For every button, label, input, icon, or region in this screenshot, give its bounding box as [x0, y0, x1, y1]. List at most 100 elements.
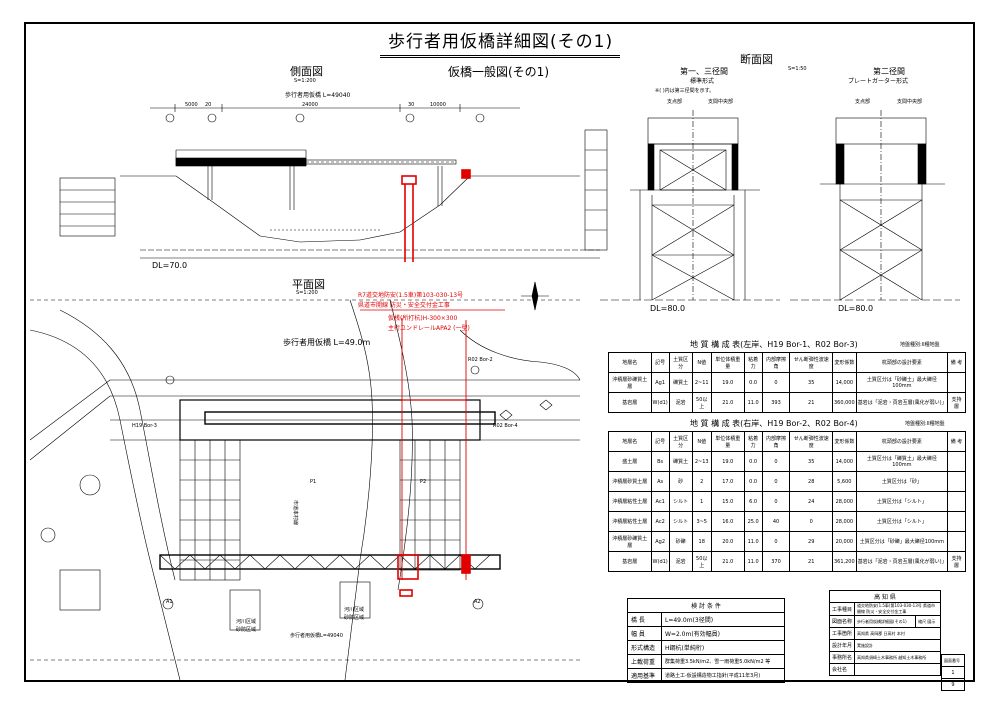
table-cell: 393 [761, 392, 791, 413]
table-cell [947, 451, 966, 472]
table-cell: 0 [761, 491, 791, 512]
table-cell: 内部摩擦角 [761, 431, 791, 452]
table-cell: 設計年月 [828, 639, 856, 652]
table-cell: 35 [789, 451, 833, 472]
table-cell: 50以上 [691, 392, 712, 413]
table-cell: N値 [691, 431, 712, 452]
table-row: 図面名称歩行者用仮橋詳細図(その1)縮尺 図示 [828, 615, 941, 628]
plan-river-area: 河川区域 [236, 619, 257, 625]
table-cell: 28,000 [831, 491, 857, 512]
side-dl: DL=70.0 [152, 261, 188, 270]
table-row: 事務所名高知県須崎土木事務所 越知土木事務所 [828, 651, 941, 664]
plan-view-label: 平面図 [292, 278, 325, 291]
table-cell: 0 [789, 511, 833, 532]
side-dim-2: 24000 [302, 102, 318, 108]
section-left-support2: 支間中央部 [708, 99, 734, 105]
table-row: 9 [941, 678, 965, 691]
table-cell: 0 [761, 372, 791, 393]
table-cell: H鋼杭(単純桁) [660, 640, 786, 655]
table-cell: 礫質土 [668, 451, 693, 472]
table-cell: 40 [761, 511, 791, 532]
table-cell: N値 [691, 352, 712, 373]
table-row: 設計年月実施設計 [828, 639, 941, 652]
plan-a1: A1 [166, 599, 173, 605]
red-note-line3: 仮桟(所打杭)H-300×300 [388, 315, 458, 322]
table-cell: 単位体積重量 [710, 352, 745, 373]
table-cell: 50以上 [691, 551, 712, 572]
table-cell: 11.0 [743, 531, 763, 552]
table-cell: 泥岩 [668, 392, 693, 413]
table-cell: 砂礫 [668, 531, 693, 552]
table-cell: 内部摩擦角 [761, 352, 791, 373]
plan-view-drawing [29, 281, 581, 681]
table-cell: 15.0 [710, 491, 745, 512]
sheet-label: 図面番号 [941, 654, 965, 667]
table-cell: 杭頭部の設計要素 [855, 352, 949, 373]
table-cell: 砂 [668, 471, 693, 492]
table-cell: 1 [691, 491, 712, 512]
table-row: 会社名 [828, 663, 941, 676]
table-cell: 0 [761, 451, 791, 472]
plan-view-scale: S=1:200 [296, 290, 318, 296]
drawing-title: 歩行者用仮橋詳細図(その1) [388, 32, 614, 52]
red-markings [360, 169, 505, 597]
table-cell: 高知県須崎土木事務所 越知土木事務所 [854, 651, 941, 664]
table-cell: 記号 [650, 431, 670, 452]
side-dim-0: 5000 [185, 102, 198, 108]
table-cell: 土質区分 [668, 352, 693, 373]
table-cell: 361,200 [831, 551, 857, 572]
table-cell: 2~11 [691, 372, 712, 393]
table-cell: 変形係数 [831, 352, 857, 373]
table-cell: 支持層 [947, 551, 966, 572]
section-right-support2: 支間中央部 [897, 99, 923, 105]
table-cell: 図面名称 [828, 615, 856, 628]
table-cell: Ac1 [650, 491, 670, 512]
side-view-drawing [59, 104, 608, 259]
table-cell: 0 [761, 471, 791, 492]
table-cell: Ac2 [650, 511, 670, 532]
section-scale: S=1:50 [788, 66, 807, 72]
section-left-sub: 標準形式 [690, 78, 715, 85]
table-cell: 道交地防安(1.5車)第103-030-13号 県道市開線 防災・安全交付金工事 [854, 602, 941, 616]
table-row: 工事種目道交地防安(1.5車)第103-030-13号 県道市開線 防災・安全交… [828, 602, 941, 616]
side-dim-4: 10000 [430, 102, 446, 108]
side-view-label: 側面図 [290, 65, 323, 78]
sheet-number-block: 図面番号 1 9 [941, 654, 965, 691]
table-cell: 土質区分は「シルト」 [855, 491, 949, 512]
section-left-note: ※( )内は第三径間を示す。 [655, 88, 715, 94]
side-dim-3: 30 [408, 102, 415, 108]
table-cell: 土質区分は「シルト」 [855, 511, 949, 532]
table-cell: 工事箇所 [828, 627, 856, 640]
table-cell: 縮尺 図示 [915, 615, 941, 628]
table-cell: 18 [691, 531, 712, 552]
table-cell: 14,000 [831, 451, 857, 472]
plan-bor2: R02 Bor-2 [468, 357, 493, 363]
table-cell: W(d1) [650, 551, 670, 572]
table-row: 工事箇所高知県 高岡郡 日高村 本村 [828, 627, 941, 640]
section-left-support1: 支点部 [667, 99, 683, 105]
table-cell: 沖積層粘性土層 [608, 511, 652, 532]
title-block: 高 知 県 工事種目道交地防安(1.5車)第103-030-13号 県道市開線 … [828, 590, 941, 676]
table-cell: 29 [789, 531, 833, 552]
table-cell: 19.0 [710, 451, 745, 472]
plan-p1: P1 [310, 479, 317, 485]
table-cell: 25.0 [743, 511, 763, 532]
table-cell: 橋 長 [627, 612, 662, 627]
table-cell: 土質区分 [668, 431, 693, 452]
table-cell: Bs [650, 451, 670, 472]
section-right-title: 第二径間 [873, 67, 905, 76]
table-cell: 粘着力 [743, 431, 763, 452]
geo-left-title: 地 質 構 成 表(左岸、H19 Bor-1、R02 Bor-3) [690, 340, 858, 349]
table-cell: 2 [691, 471, 712, 492]
table-cell: せん断弾性波速度 [789, 352, 833, 373]
table-cell: 2~13 [691, 451, 712, 472]
table-cell: 21.0 [710, 392, 745, 413]
table-cell: 変形係数 [831, 431, 857, 452]
table-cell: 適用基準 [627, 668, 662, 683]
table-cell: シルト [668, 491, 693, 512]
